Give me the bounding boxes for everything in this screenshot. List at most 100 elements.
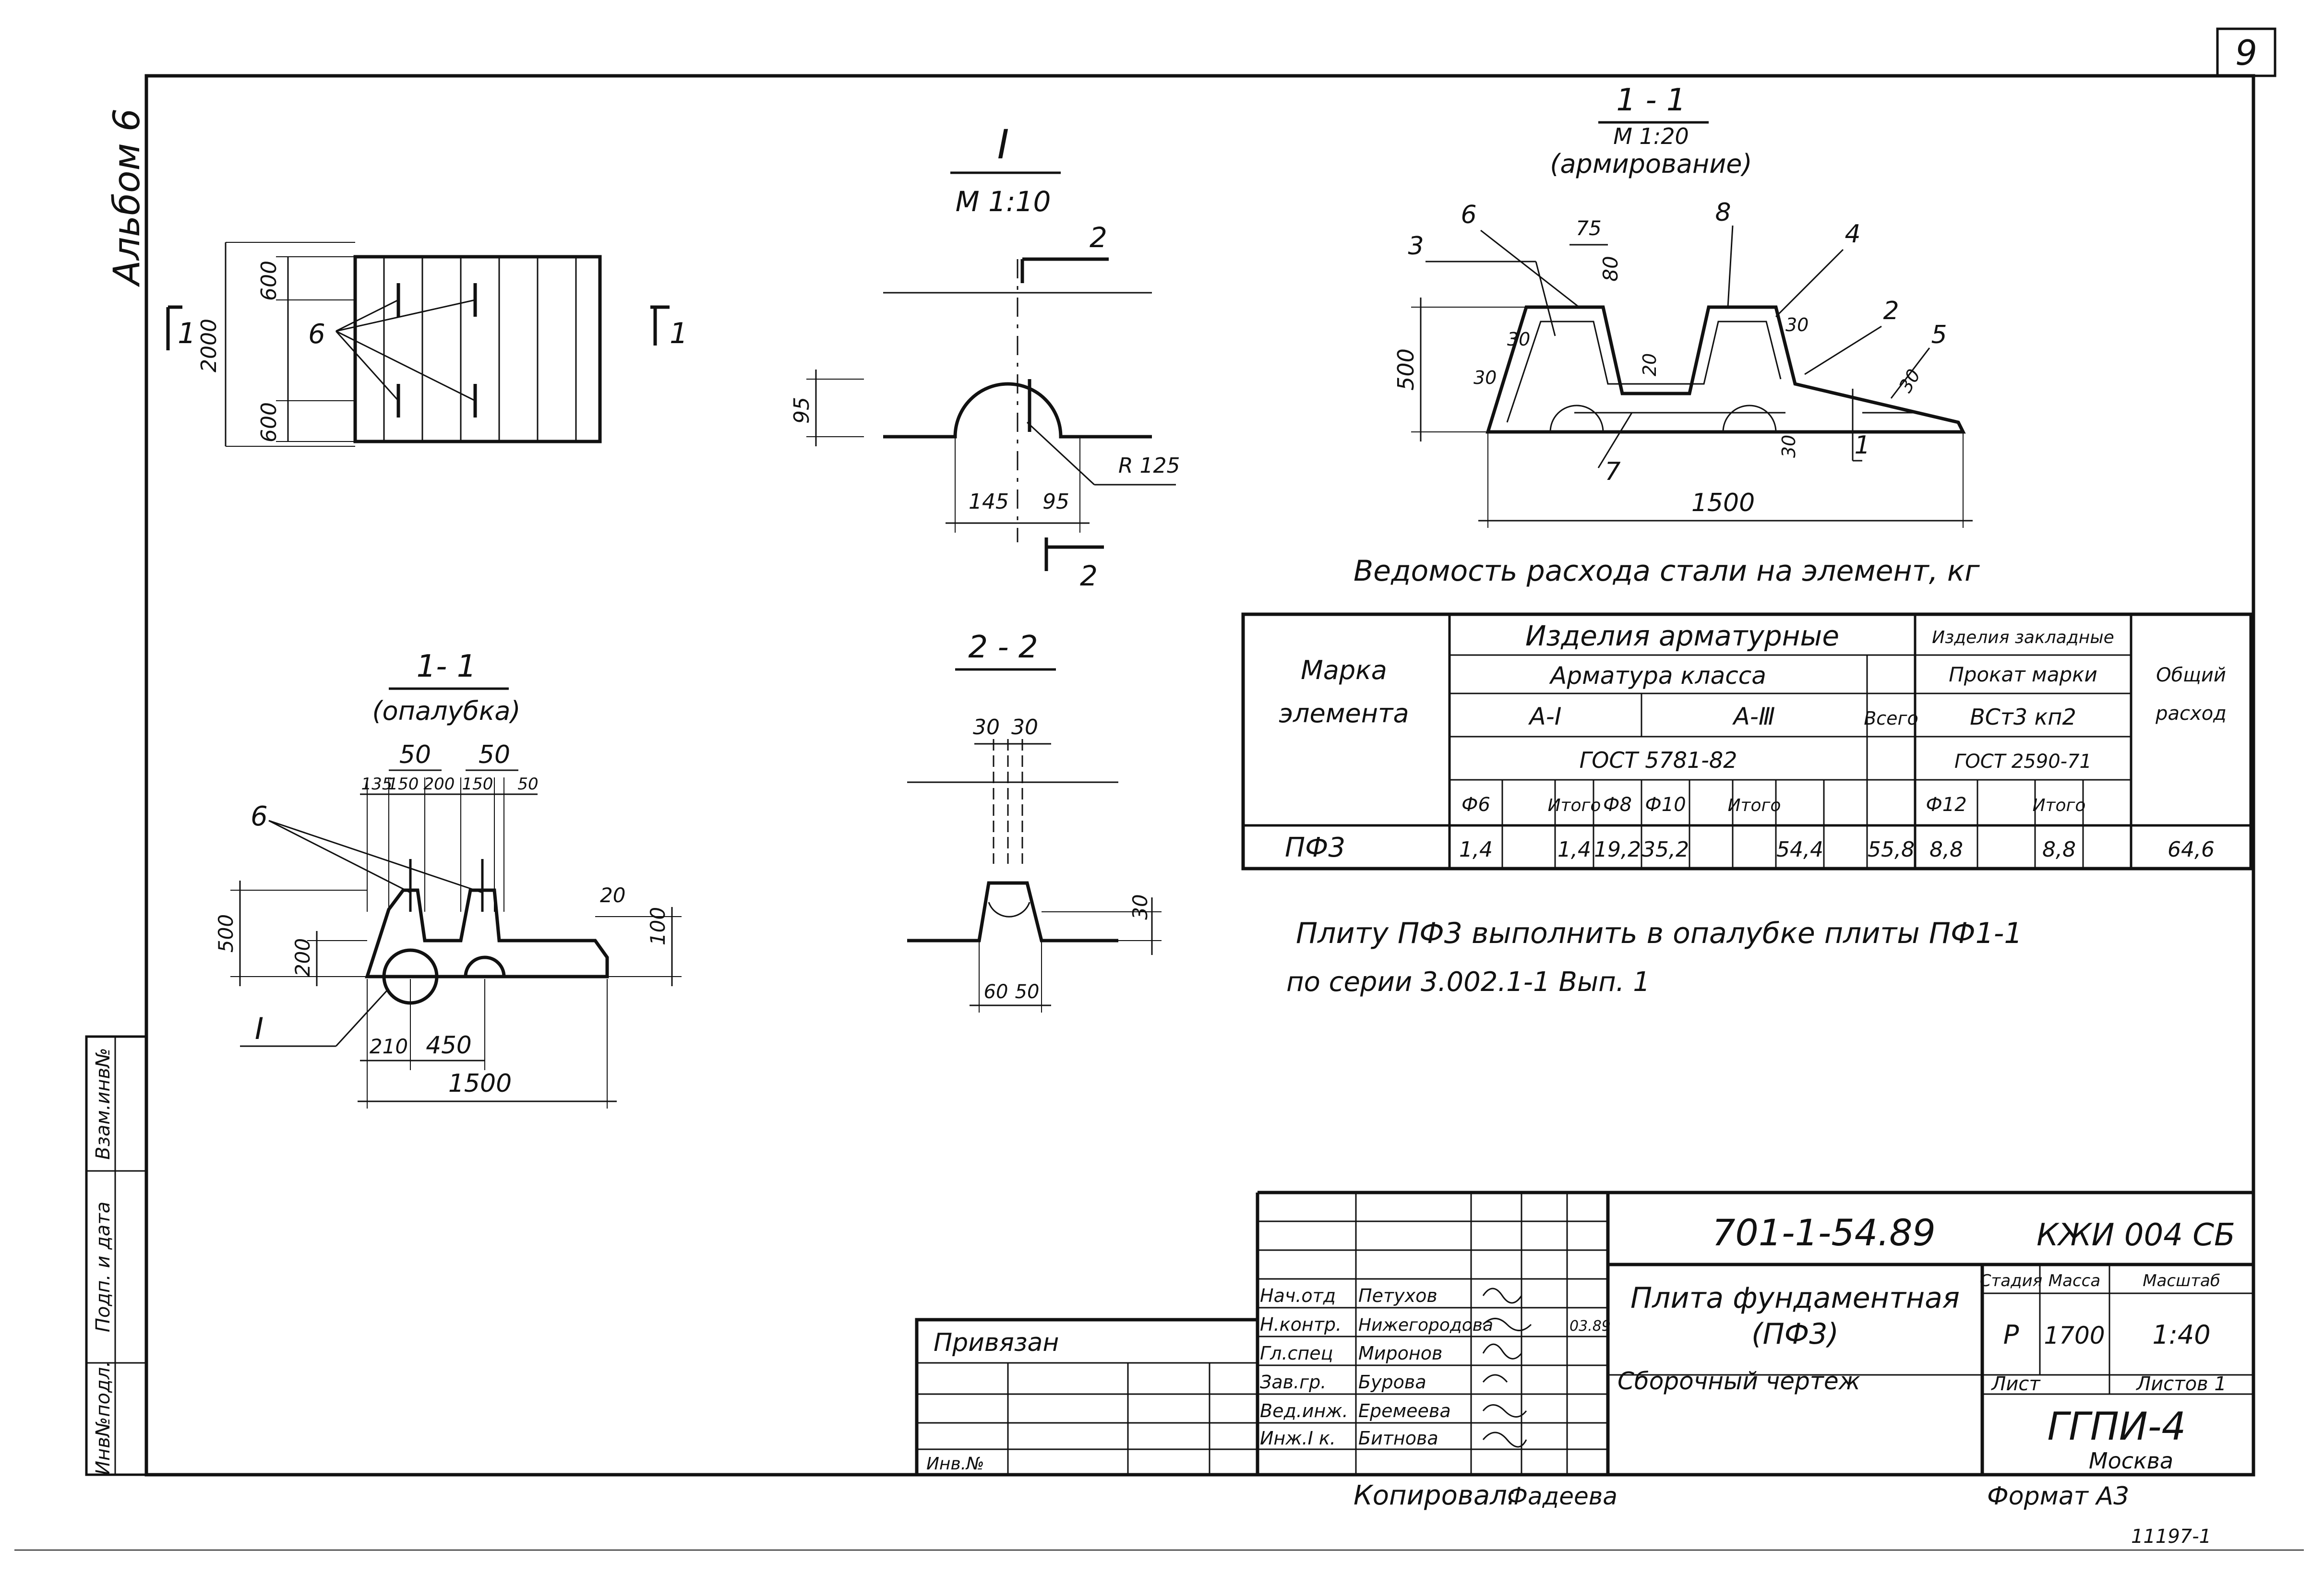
tb-signatures <box>1482 1288 1532 1448</box>
section-2-2: 2 - 2 30 30 30 60 50 <box>907 630 1162 1013</box>
reinf-dim-30a: 30 <box>1507 329 1530 350</box>
row-val-8: 8,8 <box>1929 837 1963 862</box>
plan-section-mark-left: 1 <box>178 317 196 350</box>
s22-dim-60: 60 <box>984 981 1008 1003</box>
form-dim-100: 100 <box>646 907 670 945</box>
detail-i-cut-top: 2 <box>1090 221 1107 254</box>
reinf-callout-6: 6 <box>1461 201 1476 229</box>
reinf-callout-1: 1 <box>1854 431 1870 460</box>
album-label: Альбом 6 <box>105 108 148 288</box>
reinf-callout-2: 2 <box>1883 297 1899 325</box>
th-arm-products: Изделия арматурные <box>1525 620 1839 652</box>
tb-org: ГГПИ-4 <box>2048 1404 2186 1449</box>
plan-section-mark-right: 1 <box>670 317 688 350</box>
stamp-vzam-inv: Взам.инв№ <box>92 1048 114 1159</box>
footer-archive-no: 11197-1 <box>2131 1526 2211 1548</box>
tb-item-title-1: Плита фундаментная <box>1630 1281 1960 1315</box>
plan-dim-bottom: 600 <box>257 402 281 442</box>
row-val-6: 54,4 <box>1776 837 1823 862</box>
sub-h-2: Итого <box>1548 796 1601 815</box>
detail-i-dim-95h: 95 <box>1042 489 1069 514</box>
tb-date: 03.89 <box>1569 1318 1611 1335</box>
form-dim-1500: 1500 <box>448 1069 512 1098</box>
reinf-dim-30e: 30 <box>1473 367 1497 388</box>
stamp-podp-data: Подп. и дата <box>92 1202 114 1332</box>
section-1-1f-title: 1- 1 <box>417 649 477 684</box>
tb-mass: 1700 <box>2044 1322 2105 1349</box>
note-line-2: по серии 3.002.1-1 Вып. 1 <box>1286 967 1650 998</box>
reinf-dim-30b: 30 <box>1785 314 1809 335</box>
th-rolled: Прокат марки <box>1949 663 2097 686</box>
th-gost-rolled: ГОСТ 2590-71 <box>1954 751 2092 773</box>
form-detail-mark: I <box>255 1011 264 1046</box>
section-1-1f-subtitle: (опалубка) <box>372 696 520 726</box>
reinf-dim-30d: 30 <box>1895 366 1925 396</box>
reinf-dim-80: 80 <box>1599 256 1622 281</box>
th-overall-1: Общий <box>2156 664 2226 686</box>
row-val-11: 64,6 <box>2168 837 2215 862</box>
tb-name-3: Бурова <box>1358 1372 1426 1393</box>
sub-h-10: Итого <box>2033 796 2086 815</box>
form-dim-150b: 150 <box>462 775 493 794</box>
tb-h-scale: Масштаб <box>2143 1271 2220 1290</box>
form-dim-50c: 50 <box>517 775 538 794</box>
plan-view: 6 600 2000 600 1 1 <box>166 242 688 447</box>
tb-role-1: Н.контр. <box>1260 1314 1342 1335</box>
tb-name-4: Еремеева <box>1358 1400 1451 1421</box>
section-1-1r-title: 1 - 1 <box>1616 83 1686 118</box>
tb-name-5: Битнова <box>1358 1428 1438 1449</box>
form-dim-50a: 50 <box>399 740 431 769</box>
tb-h-sheets: Листов 1 <box>2135 1373 2227 1395</box>
row-val-4: 35,2 <box>1642 837 1689 862</box>
form-dim-20: 20 <box>600 883 625 907</box>
section-1-1-formwork: 1- 1 (опалубка) 50 50 135 150 200 150 50… <box>214 649 682 1109</box>
footer-copied: Копировал: <box>1354 1480 1516 1511</box>
left-stamp-strip: Взам.инв№ Подп. и дата Инв№подл. <box>85 1035 148 1476</box>
form-dim-150a: 150 <box>388 775 419 794</box>
sub-h-3: Ф8 <box>1603 794 1632 816</box>
tb-name-2: Миронов <box>1358 1343 1442 1364</box>
tb-h-stage: Стадия <box>1980 1271 2042 1290</box>
th-gost-arm: ГОСТ 5781-82 <box>1580 747 1737 773</box>
th-a1: А-I <box>1528 703 1562 730</box>
stamp-inv-podl: Инв№подл. <box>92 1361 114 1475</box>
detail-i-title: I <box>997 121 1009 168</box>
reinf-dim-500: 500 <box>1393 348 1419 391</box>
row-val-10: 8,8 <box>2042 837 2076 862</box>
tb-scale: 1:40 <box>2152 1320 2210 1350</box>
tb-role-5: Инж.I к. <box>1260 1428 1336 1449</box>
th-mark-1: Марка <box>1301 655 1387 685</box>
s22-dim-50: 50 <box>1015 981 1040 1003</box>
th-embedded: Изделия закладные <box>1932 628 2114 647</box>
th-a3: А-Ⅲ <box>1732 703 1775 730</box>
tb-role-4: Вед.инж. <box>1260 1400 1348 1421</box>
tb-h-mass: Масса <box>2048 1271 2100 1290</box>
tb-stage: Р <box>2003 1320 2019 1350</box>
tb-org-city: Москва <box>2089 1448 2173 1474</box>
reinf-dim-75: 75 <box>1576 216 1601 240</box>
tb-role-2: Гл.спец <box>1260 1343 1333 1364</box>
detail-i-dim-95v: 95 <box>790 397 814 424</box>
th-total: Всего <box>1864 708 1918 729</box>
footer-format: Формат А3 <box>1987 1482 2129 1511</box>
sub-h-6: Итого <box>1728 796 1781 815</box>
sub-h-4: Ф10 <box>1645 794 1686 816</box>
detail-i-cut-bottom: 2 <box>1080 560 1098 592</box>
detail-i: I М 1:10 2 2 95 145 95 R 125 <box>790 121 1180 592</box>
form-dim-200: 200 <box>424 775 455 794</box>
plan-dim-top: 600 <box>257 261 281 301</box>
reinf-callout-5: 5 <box>1931 321 1947 349</box>
section-2-2-title: 2 - 2 <box>968 630 1038 665</box>
th-arm-class: Арматура класса <box>1549 662 1766 690</box>
th-mark-2: элемента <box>1279 698 1409 728</box>
tb-role-0: Нач.отд <box>1260 1285 1336 1306</box>
tb-doc-code: 701-1-54.89 <box>1712 1211 1936 1254</box>
tb-h-sheet: Лист <box>1990 1373 2041 1395</box>
tb-name-1: Нижегородова <box>1358 1315 1493 1335</box>
section-1-1r-subtitle: (армирование) <box>1550 149 1752 179</box>
tb-drawing-type: Сборочный чертеж <box>1617 1367 1860 1395</box>
section-1-1r-scale: М 1:20 <box>1613 123 1689 149</box>
form-dim-210: 210 <box>370 1035 408 1058</box>
